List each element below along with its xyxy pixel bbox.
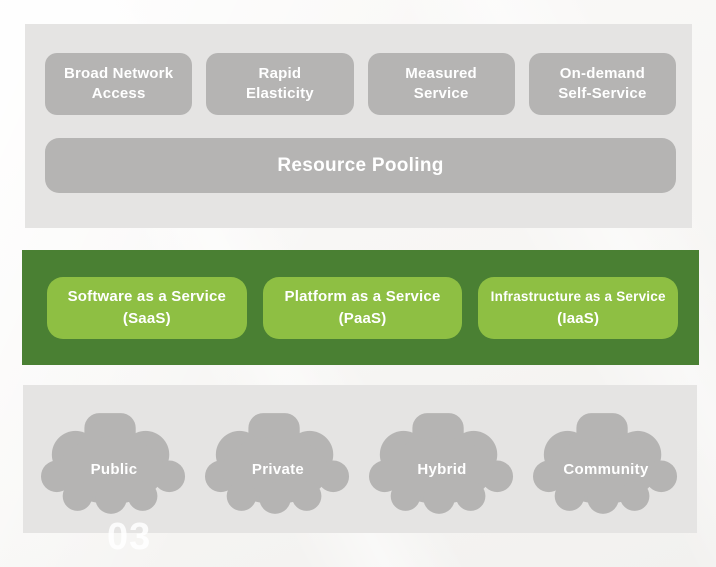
resource-pooling-bar: Resource Pooling [45,138,676,193]
service-abbrev: (SaaS) [122,310,171,327]
deployment-cloud-private: Private [204,411,352,515]
deployment-cloud-public: Public [40,411,188,515]
cloud-icon [368,413,514,514]
cloud-icon [40,413,186,514]
cloud-label: Private [251,461,305,478]
cloud-label: Hybrid [417,461,467,478]
characteristic-box-broad-network-access: Broad Network Access [45,53,193,115]
cloud-label: Community [563,461,649,478]
characteristic-label: Access [91,85,146,102]
characteristic-label: Elasticity [245,85,314,102]
page-number-watermark: 03 [107,516,152,558]
cloud-icon [532,413,678,514]
deployment-cloud-community: Community [532,411,680,515]
characteristic-label: Rapid [258,65,302,82]
characteristic-box-on-demand-self-service: On-demand Self-Service [528,53,676,115]
characteristic-label: On-demand [559,65,645,82]
service-box-iaas: Infrastructure as a Service (IaaS) [478,277,679,339]
characteristic-label: Measured [405,65,477,82]
service-label: Infrastructure as a Service [490,289,666,304]
service-abbrev: (PaaS) [338,310,387,327]
characteristic-label: Self-Service [558,85,647,102]
service-label: Platform as a Service [284,288,441,305]
service-models-row: Software as a Service (SaaS) Platform as… [47,277,679,339]
cloud-label: Public [90,461,138,478]
deployment-cloud-hybrid: Hybrid [368,411,516,515]
characteristic-box-measured-service: Measured Service [367,53,515,115]
cloud-icon [204,413,350,514]
characteristic-label: Service [413,85,469,102]
service-models-panel: Software as a Service (SaaS) Platform as… [22,250,699,365]
characteristics-row: Broad Network Access Rapid Elasticity Me… [45,53,676,115]
characteristics-panel: Broad Network Access Rapid Elasticity Me… [25,24,692,228]
characteristic-label: Broad Network [63,65,174,82]
service-box-paas: Platform as a Service (PaaS) [262,277,463,339]
service-box-saas: Software as a Service (SaaS) [47,277,247,339]
service-label: Software as a Service [67,288,227,305]
deployment-clouds-row: Public Private [23,411,697,515]
service-abbrev: (IaaS) [557,310,600,327]
resource-pooling-label: Resource Pooling [277,154,444,176]
deployment-models-panel: Public Private [23,385,697,533]
characteristic-box-rapid-elasticity: Rapid Elasticity [206,53,354,115]
